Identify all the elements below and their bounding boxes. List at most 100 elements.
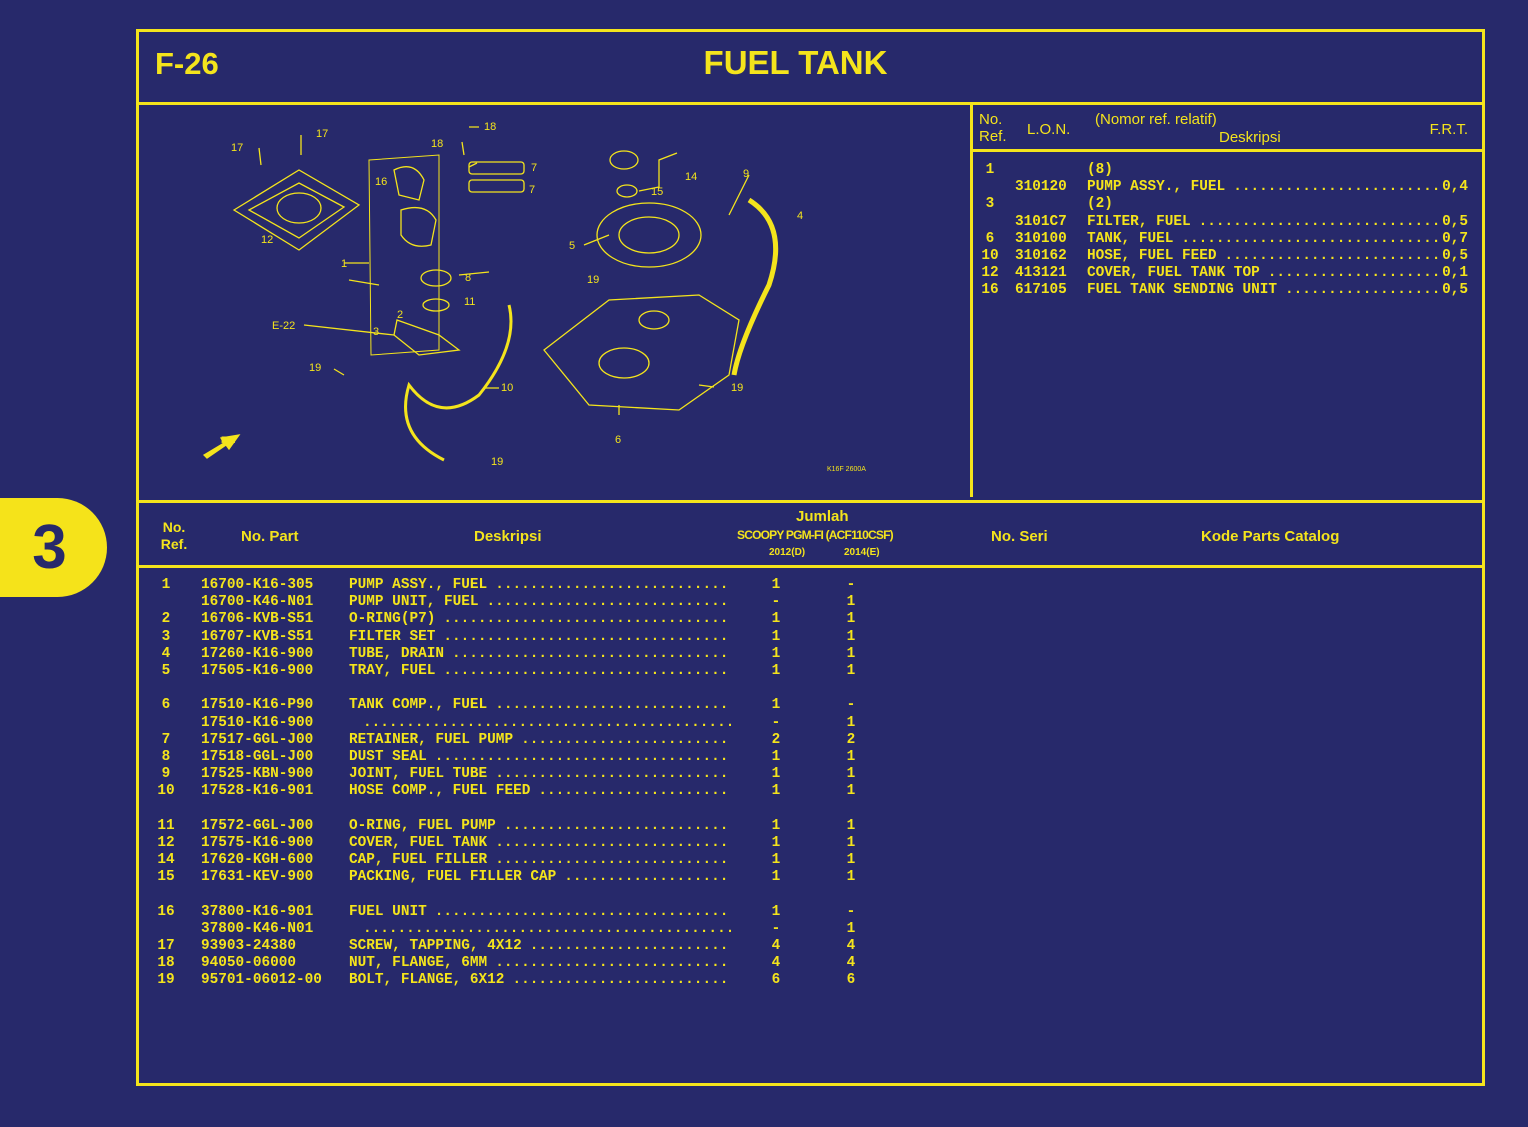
callout: 2 <box>397 309 403 321</box>
description-cell: PUMP ASSY., FUEL <box>349 577 731 594</box>
ref-number <box>141 594 191 611</box>
ref-number <box>973 179 1007 196</box>
description: COVER, FUEL TANK TOP <box>1087 265 1260 282</box>
qty-2012: 1 <box>771 662 781 679</box>
frt-value: 0,4 <box>1442 179 1468 196</box>
part-number: 17517-GGL-J00 <box>201 731 314 748</box>
callout: 19 <box>309 362 321 374</box>
description: NUT, FLANGE, 6MM <box>349 955 488 972</box>
part-number: 16707-KVB-S51 <box>201 628 314 645</box>
dot-leader <box>1225 248 1439 265</box>
header-year-2014: 2014(E) <box>844 547 880 558</box>
header-year-2012: 2012(D) <box>769 547 806 558</box>
description: RETAINER, FUEL PUMP <box>349 731 514 748</box>
qty-2012: 1 <box>771 748 781 765</box>
ref-number: 6 <box>161 697 171 714</box>
callout: E-22 <box>272 320 295 332</box>
description-cell: PACKING, FUEL FILLER CAP <box>349 869 731 886</box>
dot-leader <box>443 629 731 646</box>
parts-header: No. Ref. No. Part Deskripsi Jumlah SCOOP… <box>139 500 1482 568</box>
qty-2014: 1 <box>846 594 856 611</box>
part-number: 17505-K16-900 <box>201 662 314 679</box>
qty-2014: 6 <box>846 972 856 989</box>
dot-leader <box>487 594 731 611</box>
callout: 3 <box>373 326 379 338</box>
description: COVER, FUEL TANK <box>349 834 488 851</box>
header-desc: Deskripsi <box>474 528 542 545</box>
callout: 19 <box>491 456 503 468</box>
ref-number: 15 <box>157 869 175 886</box>
dot-leader <box>564 869 731 886</box>
ref-number: 16 <box>981 282 999 299</box>
dot-leader <box>1199 214 1438 231</box>
qty-2012: - <box>771 714 781 731</box>
dot-leader <box>1268 265 1438 282</box>
frt-value: 0,1 <box>1442 265 1468 282</box>
description: TUBE, DRAIN <box>349 645 444 662</box>
qty-2014: 1 <box>846 628 856 645</box>
fuel-tank-diagram: 17 17 12 18 18 7 7 16 1 8 11 2 3 E-22 19… <box>202 121 866 473</box>
lon-code <box>1015 196 1087 213</box>
dot-leader <box>538 783 731 800</box>
figure-code: F-26 <box>155 46 219 81</box>
part-number: 16706-KVB-S51 <box>201 611 314 628</box>
qty-2012: 1 <box>771 869 781 886</box>
callout: 4 <box>797 210 803 222</box>
ref-number: 5 <box>161 662 171 679</box>
frt-row: 1(8) <box>973 162 1482 179</box>
part-number: 17518-GGL-J00 <box>201 748 314 765</box>
ref-number: 3 <box>161 628 171 645</box>
qty-2014: 1 <box>846 920 856 937</box>
lon-code: 310120 <box>1015 179 1067 196</box>
callout: 6 <box>615 434 621 446</box>
callout: 17 <box>231 142 243 154</box>
qty-2012: 1 <box>771 697 781 714</box>
part-number: 17528-K16-901 <box>201 783 314 800</box>
description: HOSE COMP., FUEL FEED <box>349 783 531 800</box>
frt-value: 0,5 <box>1442 213 1468 230</box>
ref-number: 16 <box>157 903 175 920</box>
header-serial: No. Seri <box>991 528 1048 545</box>
description: FUEL UNIT <box>349 903 427 920</box>
description: SCREW, TAPPING, 4X12 <box>349 937 522 954</box>
description-cell: NUT, FLANGE, 6MM <box>349 955 731 972</box>
qty-2014: 4 <box>846 955 856 972</box>
dot-leader <box>495 697 731 714</box>
ref-number <box>973 214 1007 231</box>
description: FUEL TANK SENDING UNIT <box>1087 282 1277 299</box>
fuel-tank-cover-shape <box>232 169 361 251</box>
description: PUMP ASSY., FUEL <box>1087 179 1226 196</box>
dot-leader <box>363 921 731 938</box>
qty-2014: 1 <box>846 834 856 851</box>
description-cell: O-RING, FUEL PUMP <box>349 818 731 835</box>
qty-2014: 1 <box>846 645 856 662</box>
section-badge: 3 <box>0 498 107 597</box>
dot-leader <box>495 835 731 852</box>
part-number: 17510-K16-900 <box>201 714 314 731</box>
ref-number <box>141 921 191 938</box>
dot-leader <box>504 818 731 835</box>
dot-leader <box>1181 231 1438 248</box>
description: PACKING, FUEL FILLER CAP <box>349 869 557 886</box>
ref-number <box>141 715 191 732</box>
part-number: 17631-KEV-900 <box>201 869 314 886</box>
header-model: SCOOPY PGM-FI (ACF110CSF) <box>737 528 894 542</box>
ref-number: 8 <box>161 748 171 765</box>
ref-number: 4 <box>161 645 171 662</box>
qty-2012: 1 <box>771 628 781 645</box>
frt-row: 310120 PUMP ASSY., FUEL 0,4 <box>973 179 1482 196</box>
part-number: 17260-K16-900 <box>201 645 314 662</box>
page-title: FUEL TANK <box>703 44 888 81</box>
description: PUMP UNIT, FUEL <box>349 594 479 611</box>
